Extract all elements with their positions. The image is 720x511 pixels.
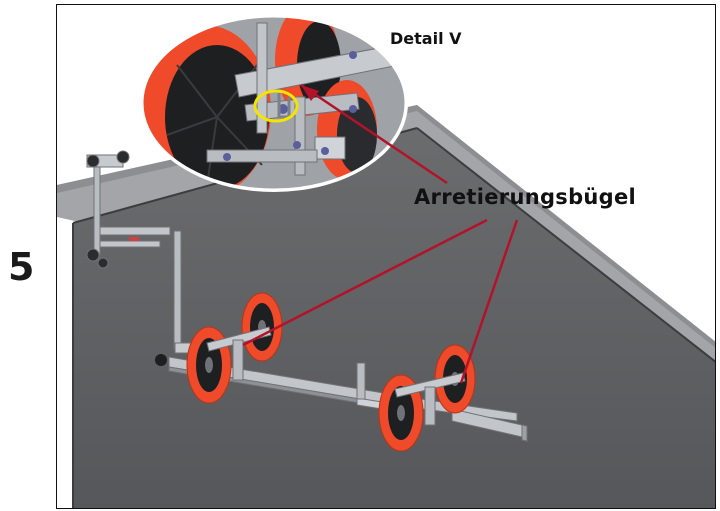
detail-inset: [140, 14, 408, 192]
bolt-icon: [293, 141, 301, 149]
leader-lines: [242, 83, 519, 384]
bolt-icon: [349, 51, 357, 59]
detail-label: Detail V: [390, 29, 462, 48]
callout-label: Arretierungsbügel: [414, 185, 637, 209]
highlight-ring: [253, 89, 299, 123]
wheel-pair-left: [186, 292, 283, 404]
platform-floor: [73, 128, 715, 508]
lock-bracket-icon: [277, 93, 291, 119]
step-number: 5: [8, 245, 35, 289]
handle-knob-icon: [86, 154, 100, 168]
pivot-knob-icon: [155, 354, 167, 366]
bolt-icon: [321, 147, 329, 155]
leader-arrowhead: [301, 85, 319, 101]
bolt-icon: [349, 105, 357, 113]
assembly-illustration: [57, 14, 715, 508]
platform: [57, 105, 715, 508]
wheel-pair-right: [378, 344, 476, 452]
bolt-icon: [223, 153, 231, 161]
handle-frame: [86, 150, 196, 366]
illustration-frame: Detail V Arretierungsbügel: [56, 4, 716, 509]
